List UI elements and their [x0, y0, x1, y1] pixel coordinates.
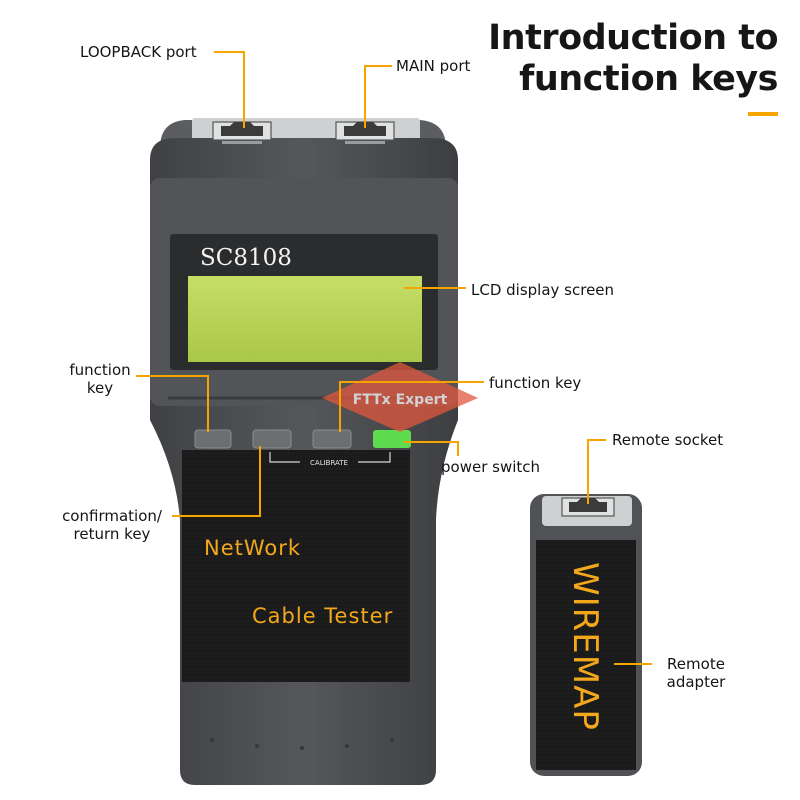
lcd-screen	[188, 276, 422, 362]
label-function-key-left-line-1: function	[69, 361, 131, 379]
label-function-key-right: function key	[489, 374, 582, 392]
callout-line-remote-socket	[587, 439, 606, 504]
label-loopback-port: LOOPBACK port	[80, 43, 197, 61]
function-key-right[interactable]	[312, 429, 352, 449]
callout-line-power	[404, 441, 459, 456]
label-function-key-left: function key	[60, 361, 140, 397]
label-remote-adapter-line-1: Remote	[667, 655, 725, 673]
page-title: Introduction to function keys	[488, 18, 778, 100]
loopback-port[interactable]	[212, 121, 272, 144]
function-key-left[interactable]	[194, 429, 232, 449]
callout-line-function-right	[339, 381, 484, 432]
callout-line-confirmation	[172, 446, 261, 517]
callout-line-loopback	[214, 51, 245, 128]
title-accent-bar	[748, 112, 778, 116]
model-name: SC8108	[200, 245, 292, 271]
wiremap-label: WIREMAP	[565, 562, 605, 731]
label-confirmation-key: confirmation/ return key	[52, 507, 172, 543]
calibrate-bracket	[269, 452, 391, 463]
label-power-switch: power switch	[441, 458, 541, 476]
remote-adapter-unit: WIREMAP	[530, 494, 642, 776]
callout-line-main	[364, 65, 392, 128]
key-row	[194, 429, 411, 449]
svg-text:FTTx Expert: FTTx Expert	[353, 392, 448, 408]
felt-label-panel	[182, 450, 410, 682]
confirmation-return-key[interactable]	[252, 429, 292, 449]
calibrate-label: CALIBRATE	[310, 459, 348, 467]
power-switch[interactable]	[373, 430, 411, 448]
page-title-line-2: function keys	[519, 59, 778, 99]
label-remote-socket: Remote socket	[612, 431, 724, 449]
page-title-line-1: Introduction to	[488, 18, 778, 58]
brand-line-1: NetWork	[204, 536, 301, 560]
remote-felt-panel	[536, 540, 636, 770]
label-remote-adapter: Remote adapter	[656, 655, 736, 691]
label-confirmation-key-line-2: return key	[73, 525, 151, 543]
label-confirmation-key-line-1: confirmation/	[62, 507, 162, 525]
network-cable-tester: SC8108 CALIBRATE NetWork Cable Tester FT…	[150, 118, 478, 785]
bottom-ventilation	[210, 738, 394, 750]
label-lcd-screen: LCD display screen	[471, 281, 615, 299]
label-function-key-left-line-2: key	[86, 379, 114, 397]
callout-lines	[136, 51, 652, 665]
callout-line-function-left	[136, 375, 209, 432]
brand-line-2: Cable Tester	[252, 604, 393, 628]
label-main-port: MAIN port	[396, 57, 471, 75]
label-remote-adapter-line-2: adapter	[666, 673, 726, 691]
watermark-logo: FTTx Expert	[322, 362, 478, 432]
